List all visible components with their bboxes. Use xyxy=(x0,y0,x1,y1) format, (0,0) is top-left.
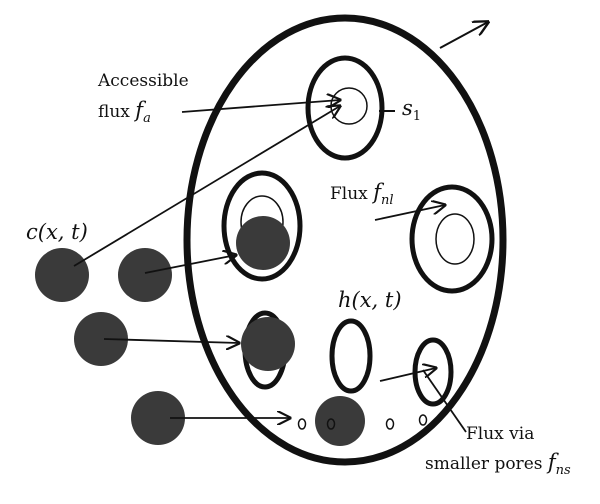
smaller-pores-subscript: ns xyxy=(555,463,571,478)
blocking-particle-1 xyxy=(236,216,290,270)
nonlinear-pore-outer xyxy=(409,184,495,294)
blocking-particle-2 xyxy=(241,317,295,371)
s1-label: s1 xyxy=(402,96,422,124)
accessible-flux-label-line1: Accessible xyxy=(98,71,189,91)
outflow-arrow xyxy=(439,22,488,49)
smaller-pores-symbol: f xyxy=(547,450,556,474)
nonlinear-pore-inner xyxy=(435,213,475,265)
blocked-pore-outer xyxy=(221,170,303,282)
arrow-accessible-label xyxy=(181,100,340,113)
smaller-pores-words: smaller pores xyxy=(425,454,543,474)
accessible-flux-symbol: f xyxy=(135,98,144,122)
s1-subscript: 1 xyxy=(412,109,422,124)
accessible-pore-inner xyxy=(330,87,368,125)
tiny-pore-4 xyxy=(418,414,428,426)
flux-nl-label: Flux fnl xyxy=(330,180,394,208)
arrow-particle-2 xyxy=(144,255,236,274)
smaller-pores-label-line1: Flux via xyxy=(466,424,535,444)
flux-nl-symbol: f xyxy=(373,180,381,204)
external-particle-1 xyxy=(35,248,89,302)
tiny-pore-3 xyxy=(385,418,395,430)
external-particle-4 xyxy=(131,391,185,445)
tiny-pore-1 xyxy=(297,418,307,430)
smaller-pores-label-line2: smaller pores fns xyxy=(425,450,571,478)
arrow-flux-nl xyxy=(374,205,445,221)
external-particle-2 xyxy=(118,248,172,302)
bottom-particle xyxy=(315,396,365,446)
h-label: h(x, t) xyxy=(338,288,402,312)
arrow-particle-3 xyxy=(103,339,239,343)
flux-nl-word: Flux xyxy=(330,184,368,204)
accessible-flux-label-line2: flux fa xyxy=(98,98,151,126)
pointer-smaller-pores xyxy=(422,369,467,433)
accessible-flux-word: flux xyxy=(98,102,130,122)
arrow-flux-small xyxy=(379,368,436,382)
tiny-pore-2 xyxy=(326,418,336,430)
h-pore xyxy=(329,318,373,394)
s1-symbol: s xyxy=(402,96,413,120)
external-particle-3 xyxy=(74,312,128,366)
accessible-pore-outer xyxy=(305,55,385,161)
adsorbent-particle-outline xyxy=(183,14,507,466)
flux-nl-subscript: nl xyxy=(380,193,394,208)
arrow-concentration xyxy=(73,106,340,267)
concentration-label: c(x, t) xyxy=(26,220,88,244)
accessible-flux-subscript: a xyxy=(143,111,151,126)
